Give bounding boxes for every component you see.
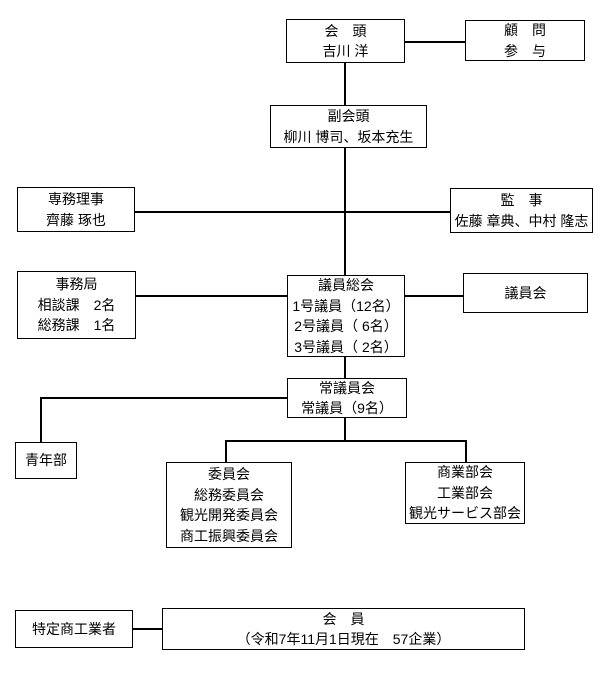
connector-standing-left bbox=[40, 397, 287, 399]
node-executive-director: 専務理事 齊藤 琢也 bbox=[17, 187, 135, 232]
node-sections: 商業部会 工業部会 観光サービス部会 bbox=[405, 462, 525, 524]
node-committees: 委員会 総務委員会 観光開発委員会 商工振興委員会 bbox=[166, 462, 292, 548]
connector-drop-youth bbox=[40, 397, 42, 442]
node-detail: 相談課 2名 bbox=[37, 296, 116, 313]
node-vice-president: 副会頭 柳川 博司、坂本充生 bbox=[270, 105, 427, 148]
connector-drop-committees bbox=[225, 440, 227, 462]
node-members: 会 員 （令和7年11月1日現在 57企業） bbox=[162, 608, 525, 650]
node-title: 常議員会 bbox=[319, 379, 375, 396]
node-council: 議員会 bbox=[463, 273, 588, 313]
node-title: 議員会 bbox=[504, 284, 547, 301]
node-title: 議員総会 bbox=[318, 277, 374, 293]
node-title: 特定商工業者 bbox=[32, 620, 116, 637]
connector-designated-members bbox=[133, 628, 162, 630]
node-title: 委員会 bbox=[208, 466, 250, 482]
node-title: 参 与 bbox=[504, 42, 546, 59]
connector-execdir-auditor bbox=[135, 211, 450, 213]
connector-standing-down bbox=[344, 418, 346, 440]
node-secretariat: 事務局 相談課 2名 総務課 1名 bbox=[17, 271, 136, 339]
node-council-general-meeting: 議員総会 1号議員（12名） 2号議員（ 6名） 3号議員（ 2名） bbox=[287, 275, 405, 357]
node-title: 事務局 bbox=[55, 276, 98, 293]
node-detail: 総務課 1名 bbox=[37, 317, 116, 334]
node-title: 会 員 bbox=[322, 610, 365, 627]
connector-cgm-standing bbox=[344, 357, 346, 378]
node-title: 顧 問 bbox=[504, 22, 546, 38]
connector-drop-sections bbox=[465, 440, 467, 462]
node-title: 青年部 bbox=[25, 452, 67, 469]
node-designated-businesses: 特定商工業者 bbox=[15, 610, 133, 648]
node-detail: 工業部会 bbox=[437, 484, 493, 501]
connector-branch-bar bbox=[225, 440, 465, 442]
connector-president-vicepresident bbox=[344, 63, 346, 105]
connector-president-advisor bbox=[405, 41, 465, 43]
node-detail: 観光サービス部会 bbox=[409, 505, 521, 522]
node-detail: 総務委員会 bbox=[194, 486, 264, 503]
node-detail: 商工振興委員会 bbox=[180, 527, 278, 544]
node-title: 商業部会 bbox=[437, 464, 493, 481]
node-youth-division: 青年部 bbox=[15, 442, 77, 479]
node-title: 会 頭 bbox=[324, 22, 367, 39]
node-detail: 2号議員（ 6名） bbox=[294, 318, 398, 334]
node-standing-council: 常議員会 常議員（9名） bbox=[287, 378, 407, 418]
node-person: 齊藤 琢也 bbox=[46, 211, 106, 228]
node-president: 会 頭 吉川 洋 bbox=[286, 19, 405, 63]
node-title: 副会頭 bbox=[327, 108, 370, 124]
connector-secretariat-cgm bbox=[136, 295, 287, 297]
node-detail: 観光開発委員会 bbox=[180, 507, 278, 523]
node-detail: （令和7年11月1日現在 57企業） bbox=[236, 631, 451, 647]
node-advisor: 顧 問 参 与 bbox=[465, 20, 585, 61]
connector-cgm-council bbox=[405, 295, 463, 297]
node-detail: 3号議員（ 2名） bbox=[294, 338, 398, 355]
node-person: 柳川 博司、坂本充生 bbox=[283, 128, 414, 145]
node-person: 吉川 洋 bbox=[322, 43, 369, 59]
node-title: 専務理事 bbox=[48, 191, 104, 207]
node-detail: 常議員（9名） bbox=[301, 400, 393, 416]
node-person: 佐藤 章典、中村 隆志 bbox=[454, 212, 589, 229]
node-title: 監 事 bbox=[500, 192, 543, 208]
node-auditor: 監 事 佐藤 章典、中村 隆志 bbox=[450, 188, 593, 233]
node-detail: 1号議員（12名） bbox=[292, 297, 400, 314]
